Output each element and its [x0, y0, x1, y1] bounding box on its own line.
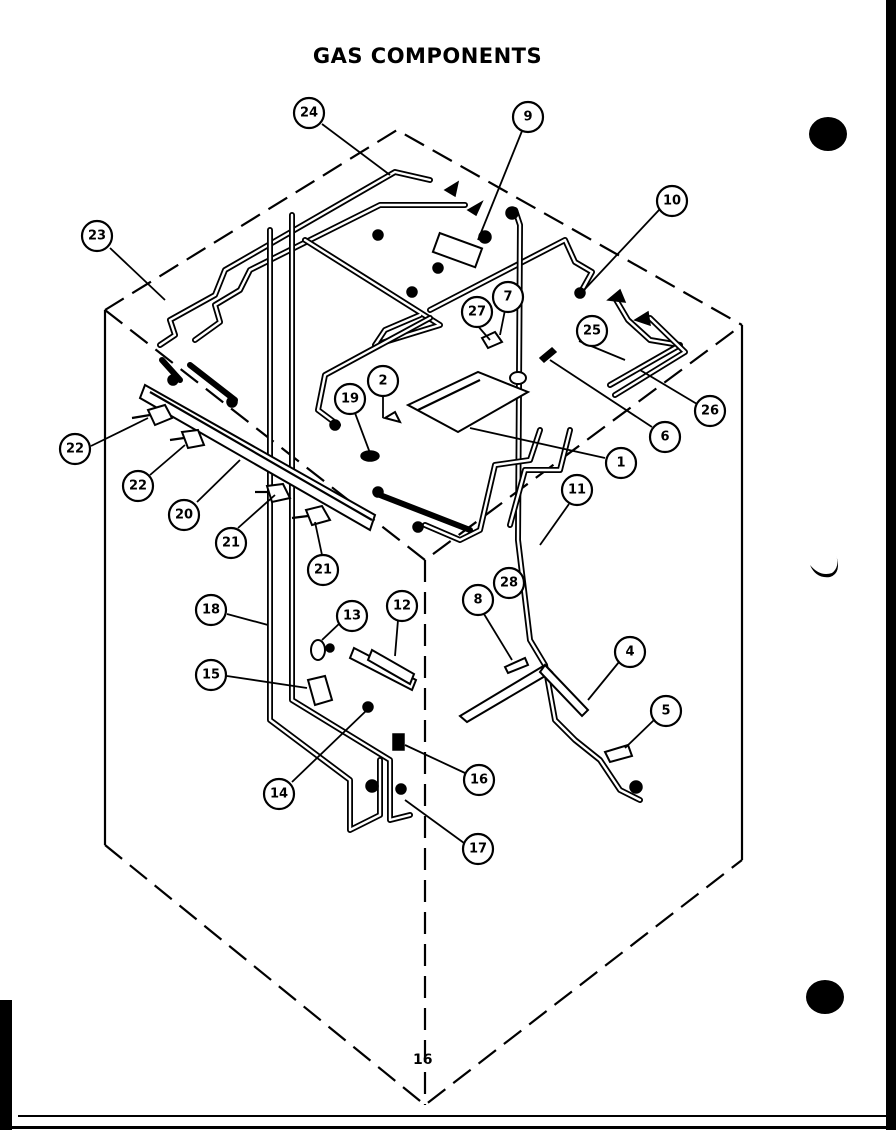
callout-22-right[interactable]: 22: [121, 469, 155, 503]
lower-fittings: [306, 639, 418, 795]
callout-22-left[interactable]: 22: [58, 432, 92, 466]
svg-text:22: 22: [66, 442, 84, 457]
scan-edge-right: [886, 0, 896, 1130]
svg-text:24: 24: [300, 106, 318, 121]
svg-text:12: 12: [393, 599, 411, 614]
svg-text:19: 19: [341, 392, 359, 407]
callout-18[interactable]: 18: [194, 593, 228, 627]
punch-hole-top: [809, 117, 847, 151]
callout-20[interactable]: 20: [167, 498, 201, 532]
punch-hole-bottom: [806, 980, 844, 1014]
callout-25[interactable]: 25: [575, 314, 609, 348]
svg-text:27: 27: [468, 305, 486, 320]
callout-11[interactable]: 11: [560, 473, 594, 507]
svg-text:15: 15: [202, 668, 220, 683]
callout-9[interactable]: 9: [511, 100, 545, 134]
svg-text:22: 22: [129, 479, 147, 494]
callout-15[interactable]: 15: [194, 658, 228, 692]
callout-19[interactable]: 19: [333, 382, 367, 416]
callout-21-left[interactable]: 21: [214, 526, 248, 560]
callout-17[interactable]: 17: [461, 832, 495, 866]
svg-text:9: 9: [523, 110, 532, 125]
callout-8[interactable]: 8: [461, 583, 495, 617]
callout-13[interactable]: 13: [335, 599, 369, 633]
callout-23[interactable]: 23: [80, 219, 114, 253]
svg-text:21: 21: [222, 536, 240, 551]
callout-24[interactable]: 24: [292, 96, 326, 130]
callout-6[interactable]: 6: [648, 420, 682, 454]
callout-28[interactable]: 28: [492, 566, 526, 600]
svg-text:23: 23: [88, 229, 106, 244]
svg-text:18: 18: [202, 603, 220, 618]
callout-4[interactable]: 4: [613, 635, 647, 669]
svg-text:16: 16: [470, 773, 488, 788]
callout-21-right[interactable]: 21: [306, 553, 340, 587]
svg-text:14: 14: [270, 787, 288, 802]
front-manifold-bar: [138, 383, 377, 532]
callout-5[interactable]: 5: [649, 694, 683, 728]
callout-12[interactable]: 12: [385, 589, 419, 623]
page-number: 16: [413, 1052, 433, 1068]
scan-bottom-rule: [18, 1115, 886, 1117]
oven-burner-part: [405, 370, 531, 434]
callout-10[interactable]: 10: [655, 184, 689, 218]
svg-text:13: 13: [343, 609, 361, 624]
svg-text:21: 21: [314, 563, 332, 578]
broiler-burner-part: [458, 656, 643, 794]
callout-14[interactable]: 14: [262, 777, 296, 811]
punch-hole-middle: [810, 555, 838, 578]
callout-7[interactable]: 7: [491, 280, 525, 314]
svg-text:25: 25: [583, 324, 601, 339]
page-title: GAS COMPONENTS: [312, 44, 543, 68]
svg-text:1: 1: [616, 456, 625, 471]
svg-text:17: 17: [469, 842, 487, 857]
scan-bottom-edge: [12, 1126, 888, 1129]
callout-26[interactable]: 26: [693, 394, 727, 428]
cabinet-outline: [103, 128, 744, 1107]
scan-edge-left: [0, 1000, 12, 1130]
svg-text:20: 20: [175, 508, 193, 523]
svg-text:4: 4: [625, 645, 634, 660]
callout-27[interactable]: 27: [460, 295, 494, 329]
callout-2[interactable]: 2: [366, 364, 400, 398]
svg-text:26: 26: [701, 404, 719, 419]
svg-text:8: 8: [473, 593, 482, 608]
callout-1[interactable]: 1: [604, 446, 638, 480]
svg-text:5: 5: [661, 704, 670, 719]
svg-text:11: 11: [568, 483, 586, 498]
svg-text:2: 2: [378, 374, 387, 389]
burner-valves: [131, 403, 332, 527]
tubing-upper: [157, 169, 688, 833]
svg-text:28: 28: [500, 576, 518, 591]
svg-text:10: 10: [663, 194, 681, 209]
callout-16[interactable]: 16: [462, 763, 496, 797]
svg-text:6: 6: [660, 430, 669, 445]
small-fittings: [167, 180, 651, 533]
svg-text:7: 7: [503, 290, 512, 305]
